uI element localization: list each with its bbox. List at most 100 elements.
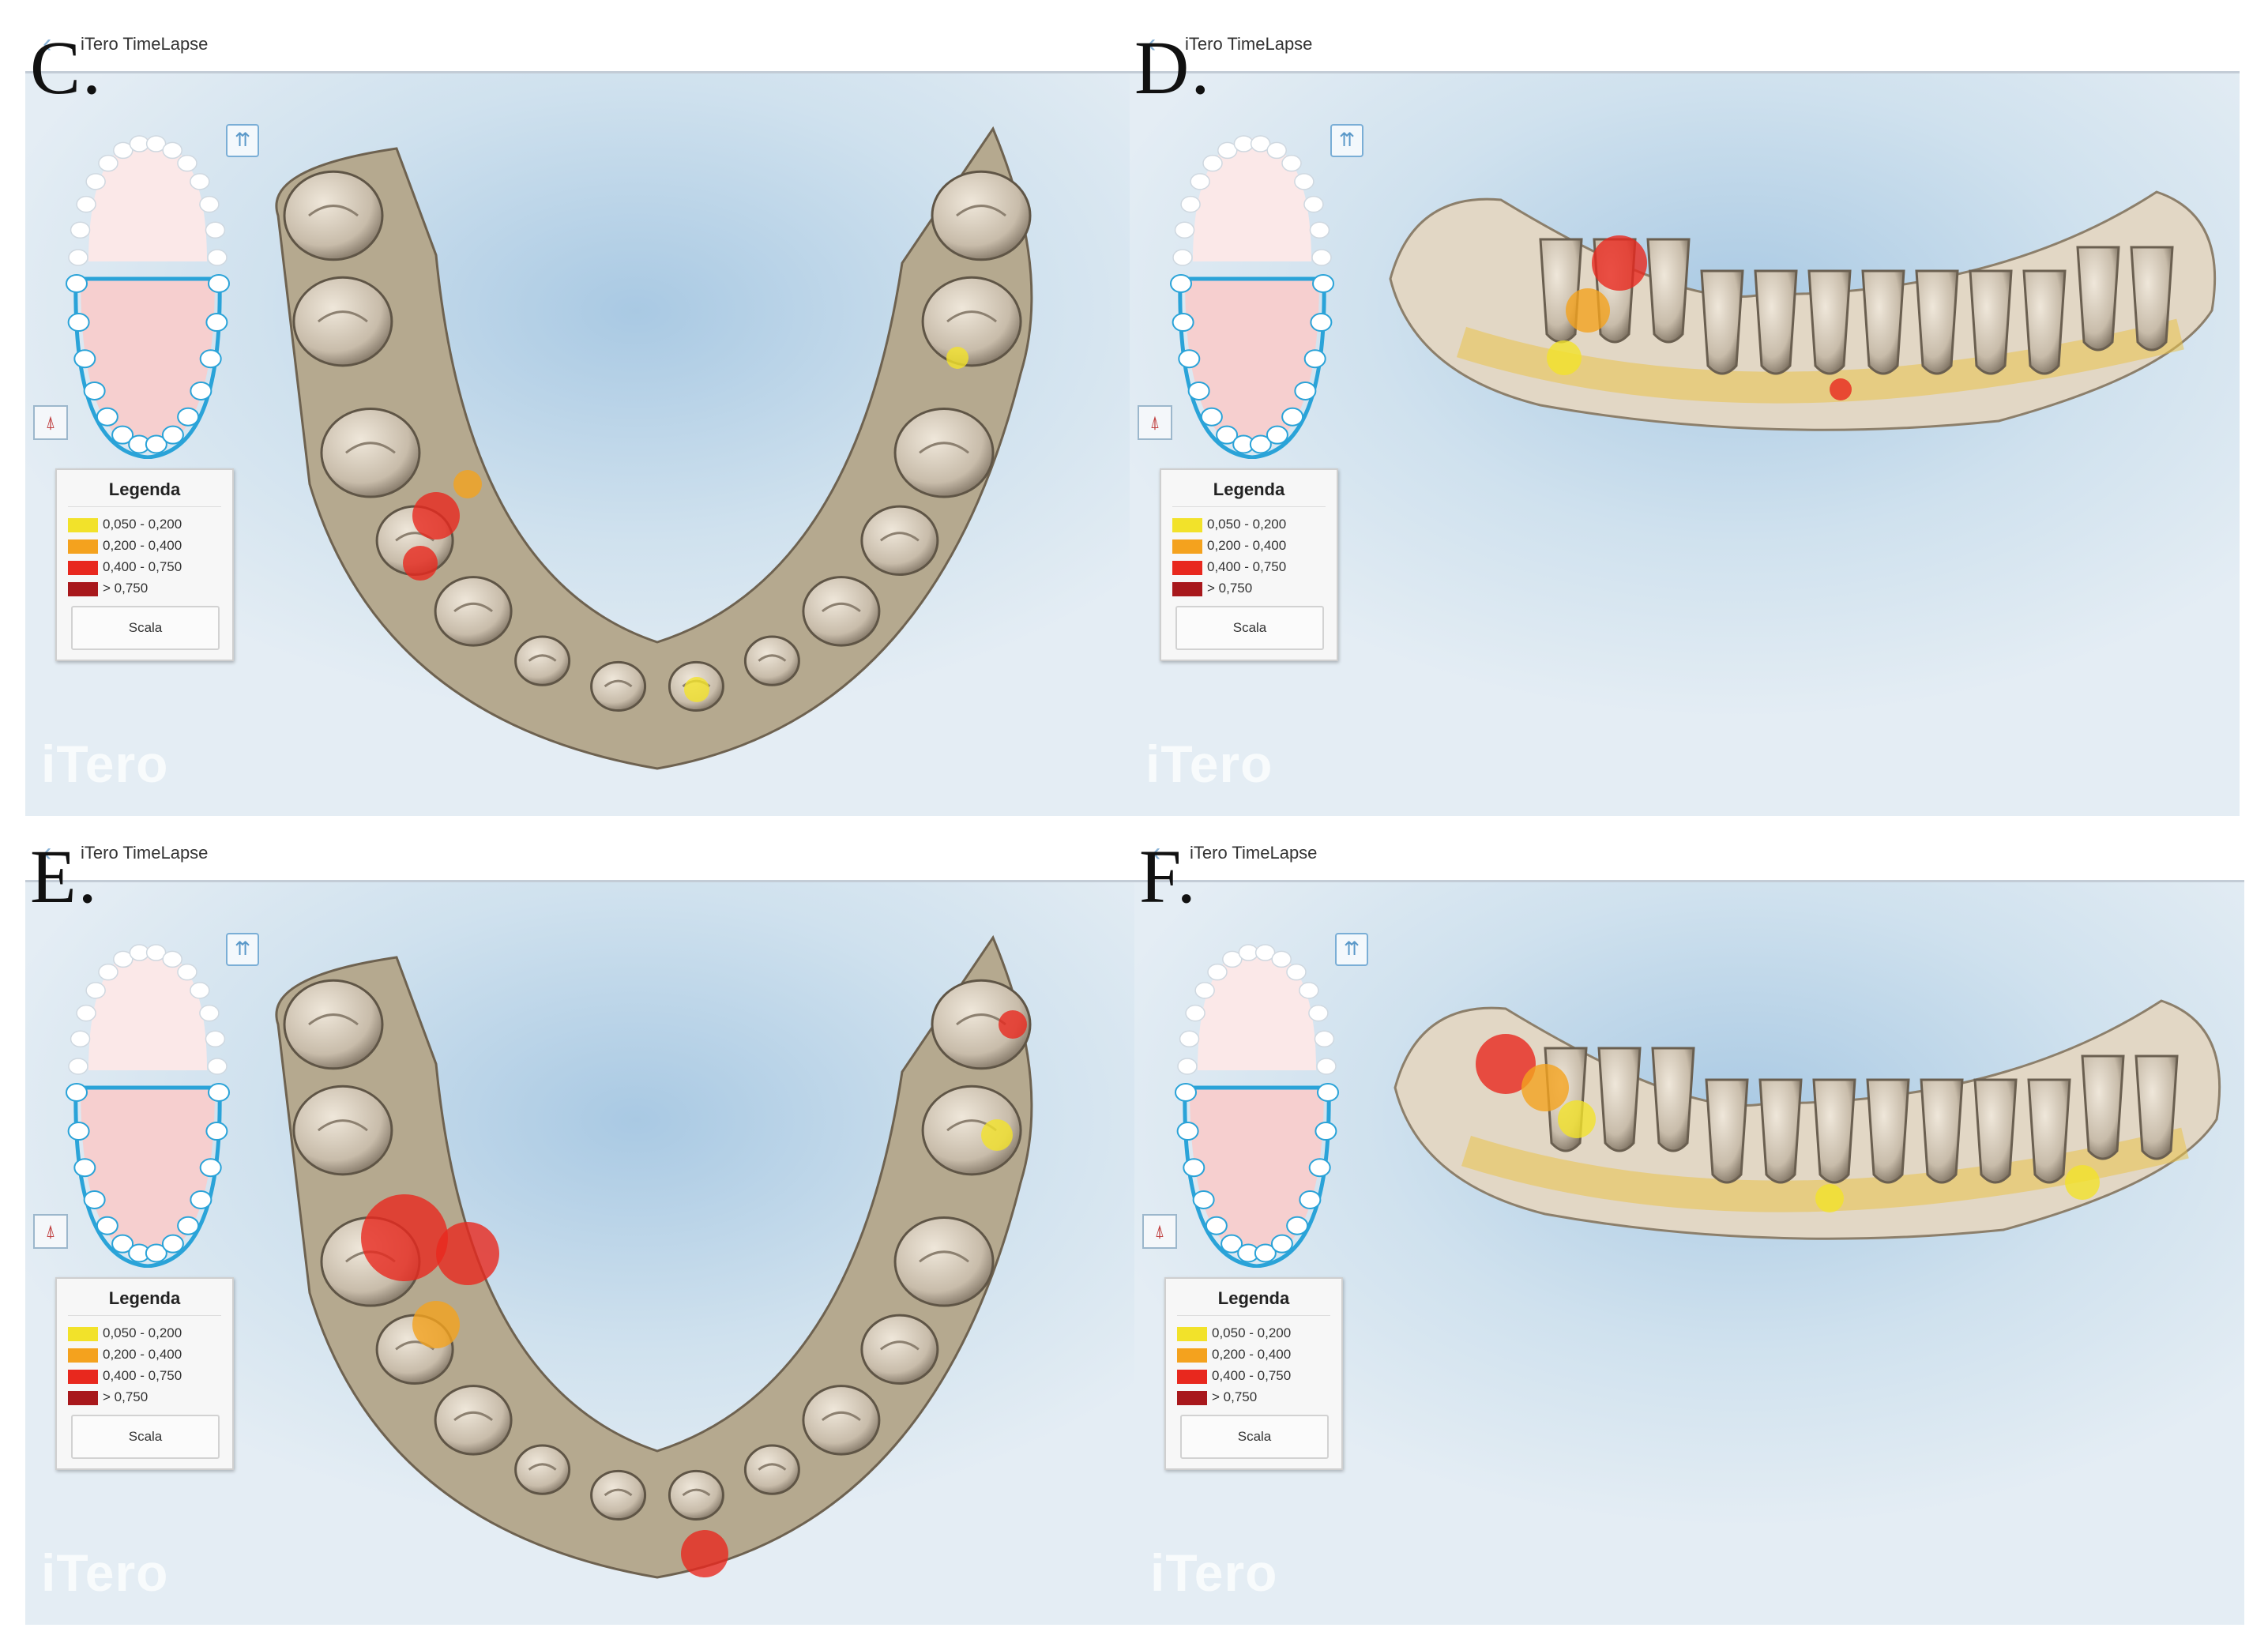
split-view-icon[interactable]: ⍋ [33,405,68,440]
tooth-icon[interactable] [85,173,106,190]
dental-scan-3d[interactable] [1134,882,2244,1625]
tooth-icon[interactable] [1172,249,1193,266]
tooth-icon[interactable] [1309,221,1330,239]
tooth-icon[interactable] [70,221,91,239]
tooth-icon[interactable] [177,407,200,427]
scale-button[interactable]: Scala [1175,606,1324,650]
tooth-icon[interactable] [1250,135,1271,152]
scale-button[interactable]: Scala [1180,1415,1329,1459]
tooth-icon[interactable] [205,1122,228,1141]
tooth-icon[interactable] [207,1058,228,1075]
tooth-icon[interactable] [98,963,118,981]
tooth-icon[interactable] [1299,982,1319,999]
tooth-icon[interactable] [111,1234,134,1254]
tooth-icon[interactable] [1185,1004,1205,1022]
tooth-icon[interactable] [207,249,228,266]
tooth-icon[interactable] [1281,154,1302,172]
tooth-icon[interactable] [161,425,184,445]
tooth-icon[interactable] [1271,950,1292,968]
tooth-icon[interactable] [145,135,167,152]
tooth-icon[interactable] [1314,1030,1335,1048]
tooth-icon[interactable] [1180,195,1201,213]
tooth-icon[interactable] [111,425,134,445]
tooth-icon[interactable] [1202,154,1223,172]
tooth-icon[interactable] [190,1190,213,1209]
tooth-icon[interactable] [67,313,90,333]
arch-selector-map[interactable] [57,936,239,1268]
tooth-icon[interactable] [1249,434,1272,454]
tooth-icon[interactable] [70,1030,91,1048]
tooth-icon[interactable] [1172,313,1194,333]
tooth-icon[interactable] [1183,1158,1205,1178]
tooth-icon[interactable] [199,1158,222,1178]
tooth-icon[interactable] [145,434,167,454]
tooth-icon[interactable] [177,1216,200,1235]
tooth-icon[interactable] [1254,1243,1277,1263]
sync-arches-icon[interactable]: ⇈ [1335,933,1368,966]
tooth-icon[interactable] [1286,1216,1309,1235]
scale-button[interactable]: Scala [71,1415,220,1459]
tooth-icon[interactable] [208,1083,230,1102]
tooth-icon[interactable] [145,944,167,961]
tooth-icon[interactable] [1310,313,1333,333]
tooth-icon[interactable] [205,313,228,333]
tooth-icon[interactable] [1192,1190,1215,1209]
tooth-icon[interactable] [96,407,118,427]
tooth-icon[interactable] [205,221,226,239]
tooth-icon[interactable] [83,381,106,400]
tooth-icon[interactable] [1317,1083,1339,1102]
tooth-icon[interactable] [1312,274,1334,293]
tooth-icon[interactable] [1190,173,1210,190]
sync-arches-icon[interactable]: ⇈ [226,933,259,966]
tooth-icon[interactable] [190,381,213,400]
tooth-icon[interactable] [1221,1234,1243,1254]
tooth-icon[interactable] [1205,1216,1228,1235]
tooth-icon[interactable] [161,1234,184,1254]
arch-selector-map[interactable] [57,127,239,459]
tooth-icon[interactable] [1254,944,1276,961]
tooth-icon[interactable] [205,1030,226,1048]
tooth-icon[interactable] [1194,982,1215,999]
tooth-icon[interactable] [1175,1083,1197,1102]
tooth-icon[interactable] [98,154,118,172]
dental-scan-3d[interactable] [25,882,1135,1625]
back-chevron-icon[interactable]: ‹ [1152,837,1161,867]
tooth-icon[interactable] [1311,249,1332,266]
tooth-icon[interactable] [1207,963,1228,981]
tooth-icon[interactable] [113,141,134,160]
back-chevron-icon[interactable]: ‹ [43,28,52,58]
back-chevron-icon[interactable]: ‹ [43,837,52,867]
tooth-icon[interactable] [73,1158,96,1178]
tooth-icon[interactable] [1177,1058,1198,1075]
tooth-icon[interactable] [83,1190,106,1209]
tooth-icon[interactable] [1222,950,1243,968]
sync-arches-icon[interactable]: ⇈ [1330,124,1363,157]
tooth-icon[interactable] [1178,349,1201,369]
tooth-icon[interactable] [66,1083,88,1102]
tooth-icon[interactable] [177,963,197,981]
back-chevron-icon[interactable]: ‹ [1147,28,1157,58]
tooth-icon[interactable] [1294,381,1317,400]
tooth-icon[interactable] [1200,407,1223,427]
tooth-icon[interactable] [1294,173,1315,190]
tooth-icon[interactable] [1266,425,1288,445]
tooth-icon[interactable] [199,349,222,369]
tooth-icon[interactable] [162,141,182,160]
tooth-icon[interactable] [1299,1190,1322,1209]
tooth-icon[interactable] [190,982,210,999]
dental-scan-3d[interactable] [1130,73,2240,816]
tooth-icon[interactable] [1303,195,1324,213]
tooth-icon[interactable] [190,173,210,190]
tooth-icon[interactable] [1270,1234,1293,1254]
tooth-icon[interactable] [68,1058,88,1075]
tooth-icon[interactable] [1266,141,1287,160]
tooth-icon[interactable] [1308,1158,1331,1178]
tooth-icon[interactable] [73,349,96,369]
split-view-icon[interactable]: ⍋ [33,1214,68,1249]
tooth-icon[interactable] [1174,221,1195,239]
tooth-icon[interactable] [1308,1004,1329,1022]
tooth-icon[interactable] [1286,963,1307,981]
tooth-icon[interactable] [177,154,197,172]
